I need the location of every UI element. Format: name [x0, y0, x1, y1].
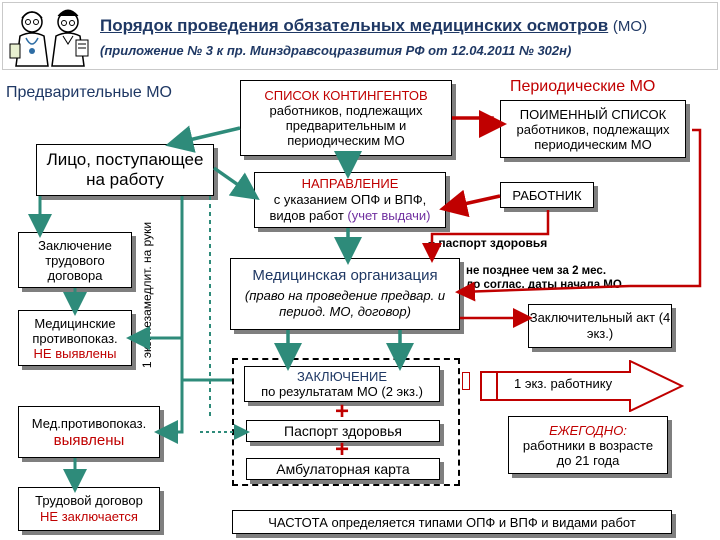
arrow-passport-note [422, 210, 550, 263]
conclusion-box: ЗАКЛЮЧЕНИЕ по результатам МО (2 экз.) [244, 366, 440, 402]
plus-sign-2: + [334, 436, 349, 463]
annual-title: ЕЖЕГОДНО: [549, 422, 627, 438]
med-org-title: Медицинская организация [252, 267, 438, 284]
copy-to-worker-separator [496, 373, 498, 399]
referral-box: НАПРАВЛЕНИЕ с указанием ОПФ и ВПФ, видов… [254, 172, 446, 228]
plus-sign-1: + [334, 398, 349, 425]
contraind-none-line2: НЕ выявлены [33, 345, 117, 361]
annual-box: ЕЖЕГОДНО: работники в возрасте до 21 год… [508, 416, 668, 474]
referral-body3: (учет выдачи) [347, 208, 431, 223]
conclusion-body: по результатам МО (2 экз.) [261, 384, 423, 399]
header-bar [2, 2, 718, 70]
outpatient-card-text: Амбулаторная карта [276, 461, 410, 477]
final-act-box: Заключительный акт (4 экз.) [528, 304, 672, 348]
line-to-contraind-found [154, 380, 184, 444]
arrow-contingent-to-named-list [452, 110, 507, 138]
preliminary-title: Предварительные МО [6, 84, 172, 101]
doctors-icon [6, 4, 94, 68]
contingent-body: работников, подлежащих предварительным и… [269, 103, 423, 148]
applicant-box: Лицо, поступающее на работу [36, 144, 214, 196]
copy-to-worker-text: 1 экз. работнику [514, 376, 613, 391]
deadline-line1: не позднее чем за 2 мес. [466, 265, 607, 277]
referral-body1: с указанием ОПФ и ВПФ, [273, 192, 427, 207]
contract-not-line2: НЕ заключается [40, 509, 138, 524]
med-org-body: (право на проведение предвар. и период. … [244, 288, 446, 319]
results-group [232, 358, 460, 486]
referral-body2: видов работ [269, 208, 344, 223]
referral-body2-wrap: видов работ (учет выдачи) [269, 208, 430, 224]
contraind-found-line2: выявлены [53, 432, 125, 449]
deadline-note: не позднее чем за 2 мес. до соглас. даты… [466, 264, 646, 292]
named-list-text: ПОИМЕННЫЙ СПИСОК работников, подлежащих … [516, 106, 670, 152]
page-title: Порядок проведения обязательных медицинс… [100, 16, 716, 36]
arrow-worker-to-referral [439, 189, 501, 218]
page-title-abbr: (МО) [612, 18, 648, 35]
contract-concluded-text: Заключение трудового договора [38, 237, 112, 283]
contract-not-line1: Трудовой договор [35, 493, 143, 508]
contract-concluded-box: Заключение трудового договора [18, 232, 132, 288]
health-passport-box: Паспорт здоровья [246, 420, 440, 442]
worker-text: РАБОТНИК [512, 187, 582, 203]
worker-box: РАБОТНИК [500, 182, 594, 208]
final-act-text: Заключительный акт (4 экз.) [529, 310, 671, 341]
copy-to-worker-arrow [480, 359, 685, 413]
referral-title: НАПРАВЛЕНИЕ [301, 176, 399, 191]
health-passport-text: Паспорт здоровья [284, 423, 402, 439]
frequency-text: ЧАСТОТА определяется типами ОПФ и ВПФ и … [268, 514, 636, 530]
arrow-contingent-to-applicant [165, 125, 241, 153]
med-org-box: Медицинская организация (право на провед… [230, 258, 460, 330]
contraind-found-line1: Мед.противопоказ. [31, 416, 147, 431]
outpatient-card-box: Амбулаторная карта [246, 458, 440, 480]
page-subtitle: (приложение № 3 к пр. Минздравсоцразвити… [100, 43, 572, 58]
contract-not-box: Трудовой договор НЕ заключается [18, 487, 160, 531]
vertical-note-text: 1 экз. незамедлит. на руки [140, 221, 154, 369]
passport-note: + паспорт здоровья [428, 236, 548, 250]
contraind-none-box: Медицинские противопоказ. НЕ выявлены [18, 310, 132, 366]
named-list-box: ПОИМЕННЫЙ СПИСОК работников, подлежащих … [500, 100, 686, 158]
separator-mark [462, 372, 470, 390]
vertical-note: 1 экз. незамедлит. на руки [140, 205, 154, 385]
applicant-text: Лицо, поступающее на работу [46, 150, 204, 189]
periodic-title: Периодические МО [510, 78, 656, 95]
contingent-title: СПИСОК КОНТИНГЕНТОВ [264, 88, 428, 103]
deadline-line2: до соглас. даты начала МО [466, 279, 622, 291]
page-title-text: Порядок проведения обязательных медицинс… [100, 16, 609, 35]
frequency-box: ЧАСТОТА определяется типами ОПФ и ВПФ и … [232, 510, 672, 534]
line-vertical-teal [180, 196, 232, 382]
arrow-applicant-to-referral [212, 166, 260, 201]
conclusion-title: ЗАКЛЮЧЕНИЕ [296, 369, 388, 384]
annual-body: работники в возрасте до 21 года [522, 437, 654, 468]
contraind-found-box: Мед.противопоказ. выявлены [18, 406, 160, 458]
contingent-box: СПИСОК КОНТИНГЕНТОВ работников, подлежащ… [240, 80, 452, 156]
contraind-none-line1: Медицинские противопоказ. [32, 315, 118, 346]
